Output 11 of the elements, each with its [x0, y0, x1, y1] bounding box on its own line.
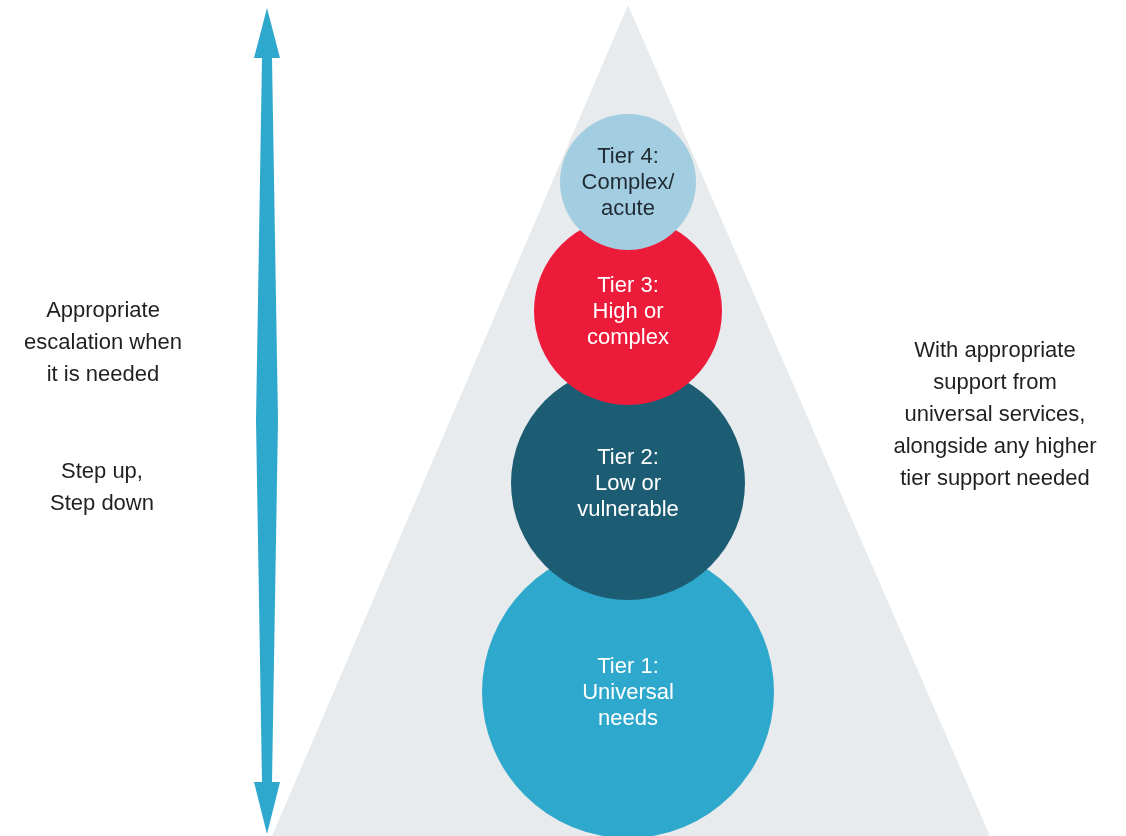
tier-heading: Tier 1:	[597, 653, 659, 679]
escalation-note: Appropriate escalation when it is needed	[23, 296, 183, 388]
tier-description: High or complex	[586, 298, 670, 350]
tier-heading: Tier 3:	[597, 272, 659, 298]
tier-description: Universal needs	[581, 679, 675, 731]
tier-description: Low or vulnerable	[576, 470, 680, 522]
tier-description: Complex/ acute	[580, 169, 676, 221]
support-note: With appropriate support from universal services, alongside any higher tier support needed	[892, 336, 1098, 492]
tier-heading: Tier 4:	[597, 143, 659, 169]
step-note: Step up, Step down	[49, 457, 155, 517]
tier-heading: Tier 2:	[597, 444, 659, 470]
